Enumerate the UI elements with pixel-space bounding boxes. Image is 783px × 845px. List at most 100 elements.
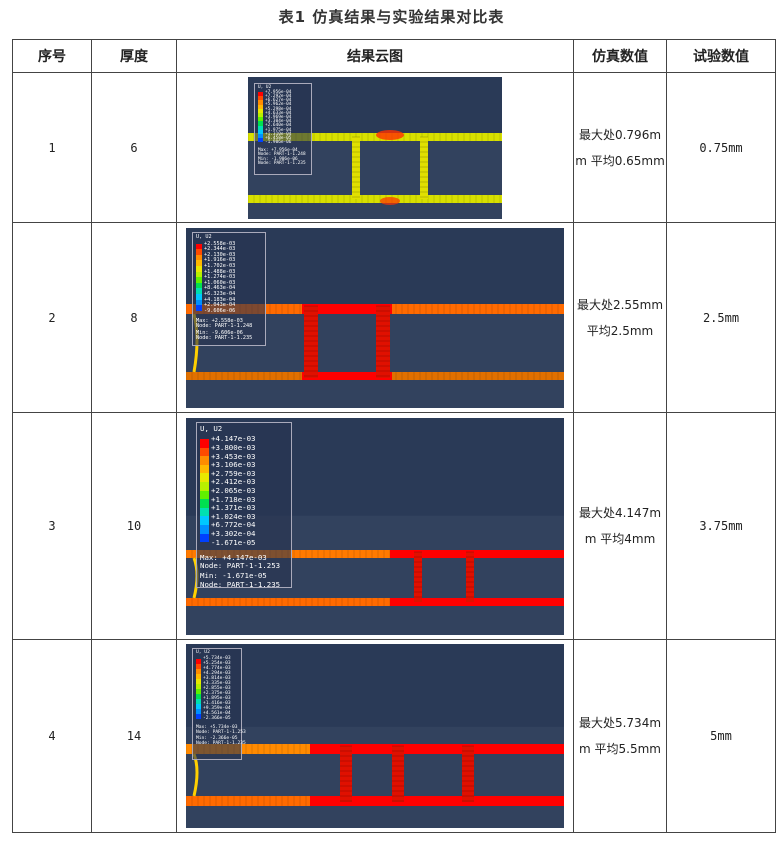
legend-value: +5.298e-04 — [265, 106, 292, 112]
header-thickness: 厚度 — [91, 39, 177, 73]
contour-plot-image: U, U2+2.558e-03+2.344e-03+2.130e-03+1.91… — [186, 227, 564, 408]
legend-value: +5.962e-04 — [265, 102, 292, 108]
legend-min-node: Node: PART-1-1.235 — [200, 580, 281, 590]
header-sim-value: 仿真数值 — [573, 39, 667, 73]
legend-value: -1.671e-05 — [211, 537, 256, 547]
legend-swatch — [196, 699, 201, 704]
legend-value: +3.335e-03 — [203, 681, 231, 687]
legend-swatch — [196, 679, 201, 684]
legend-value: +2.640e-04 — [265, 123, 292, 129]
cell-thickness: 8 — [91, 222, 177, 413]
legend-swatch — [258, 96, 263, 101]
legend-value: +7.956e-04 — [265, 89, 292, 95]
legend-value: +8.463e-04 — [204, 285, 236, 292]
legend-value: +1.416e-03 — [203, 701, 231, 707]
legend-title: U, U2 — [258, 84, 272, 90]
legend-title: U, U2 — [200, 423, 223, 433]
legend-swatch — [196, 271, 202, 278]
cell-contour: U, U2+5.734e-03+5.254e-03+4.774e-03+4.29… — [176, 639, 574, 833]
beam-hot-zone — [302, 303, 392, 314]
legend-swatch — [196, 684, 201, 689]
contour-legend: U, U2+2.558e-03+2.344e-03+2.130e-03+1.91… — [192, 231, 266, 346]
legend-swatch — [200, 516, 209, 525]
legend-value: +2.043e-04 — [204, 302, 236, 309]
legend-max: Max: +7.956e-04 — [258, 147, 298, 153]
legend-swatch — [196, 293, 202, 300]
legend-swatch — [258, 121, 263, 126]
legend-value: +1.895e-03 — [203, 696, 231, 702]
legend-max: Max: +5.734e-03 — [196, 725, 238, 730]
legend-swatch — [258, 129, 263, 135]
legend-swatch — [196, 704, 201, 709]
legend-min: Min: -2.366e-05 — [196, 736, 238, 741]
legend-swatch — [200, 447, 209, 457]
legend-value: +1.702e-03 — [204, 262, 236, 269]
legend-swatch — [200, 499, 209, 508]
contour-legend: U, U2+5.734e-03+5.254e-03+4.774e-03+4.29… — [192, 648, 246, 760]
legend-title: U, U2 — [196, 650, 210, 655]
legend-value: +4.774e-03 — [203, 666, 231, 672]
beam-flange — [248, 194, 502, 203]
legend-min-node: Node: PART-1-1.235 — [258, 160, 306, 166]
legend-swatch — [196, 674, 201, 679]
legend-swatch — [196, 243, 202, 250]
legend-value: +3.304e-04 — [265, 119, 292, 125]
legend-swatch — [200, 456, 209, 465]
legend-swatch — [196, 260, 202, 266]
legend-value: +1.718e-03 — [211, 494, 256, 504]
beam-web — [392, 746, 404, 802]
beam-hot-zone — [390, 549, 564, 558]
legend-min-node: Node: PART-1-1.235 — [196, 741, 246, 746]
beam-web — [466, 551, 474, 602]
legend-value: -2.366e-05 — [203, 716, 231, 722]
beam-web — [420, 136, 428, 199]
cell-thickness: 14 — [91, 639, 177, 833]
beam-flange — [248, 132, 502, 141]
table-header-row: 序号 厚度 结果云图 仿真数值 试验数值 — [12, 39, 776, 73]
legend-swatch — [196, 249, 202, 255]
legend-swatch — [258, 117, 263, 122]
contour-plot-image: U, U2+5.734e-03+5.254e-03+4.774e-03+4.29… — [186, 644, 564, 828]
cell-contour: U, U2+7.956e-04+7.292e-04+6.627e-04+5.96… — [176, 72, 574, 223]
legend-swatch — [200, 473, 209, 482]
legend-max-node: Node: PART-1-1.248 — [258, 151, 306, 157]
contour-legend: U, U2+4.147e-03+3.800e-03+3.453e-03+3.10… — [196, 421, 292, 590]
legend-value: +4.294e-03 — [203, 671, 231, 677]
legend-swatch — [196, 709, 201, 714]
cell-exp-value: 3.75mm — [666, 412, 776, 640]
legend-value: +2.065e-03 — [211, 486, 256, 496]
legend-value: +2.344e-03 — [204, 246, 236, 253]
cell-thickness: 6 — [91, 72, 177, 223]
cell-sim-value: 最大处2.55mm 平均2.5mm — [573, 222, 667, 413]
legend-swatch — [258, 104, 263, 109]
contour-plot-image: U, U2+7.956e-04+7.292e-04+6.627e-04+5.96… — [248, 76, 502, 219]
legend-value: +6.323e-04 — [204, 290, 236, 297]
beam-web — [376, 305, 390, 378]
legend-swatch — [200, 464, 209, 474]
beam-hot-zone — [302, 371, 392, 380]
legend-value: +1.274e-03 — [204, 274, 236, 281]
table-caption: 表1 仿真结果与实验结果对比表 — [278, 8, 505, 26]
cell-sim-value: 最大处0.796mm 平均0.65mm — [573, 72, 667, 223]
legend-value: +1.060e-03 — [204, 279, 236, 286]
legend-swatch — [258, 113, 263, 118]
cell-sim-value: 最大处4.147mm 平均4mm — [573, 412, 667, 640]
legend-value: -1.906e-06 — [265, 140, 292, 146]
legend-value: +3.453e-03 — [211, 451, 256, 461]
beam-flange — [186, 597, 564, 606]
legend-swatch — [258, 138, 263, 143]
legend-swatch — [200, 507, 209, 517]
table-row: 2 8 U, U2+2.558e-03+2.344e-03+2.130e-03+… — [12, 222, 776, 413]
legend-value: +3.302e-04 — [211, 529, 256, 539]
legend-swatch — [196, 305, 202, 311]
legend-value: -9.606e-06 — [204, 307, 236, 314]
legend-swatch — [200, 524, 209, 534]
hot-spot — [380, 196, 400, 205]
legend-min: Min: -1.671e-05 — [200, 571, 267, 581]
table-row: 4 14 U, U2+5.734e-03+5.254e-03+4.774e-03… — [12, 639, 776, 833]
legend-max: Max: +4.147e-03 — [200, 552, 267, 562]
beam-hot-zone — [310, 796, 564, 806]
legend-value: +6.627e-04 — [265, 98, 292, 104]
table-row: 3 10 U, U2+4.147e-03+3.800e-03+3.453e-03… — [12, 412, 776, 640]
legend-value: +6.772e-04 — [211, 520, 256, 530]
